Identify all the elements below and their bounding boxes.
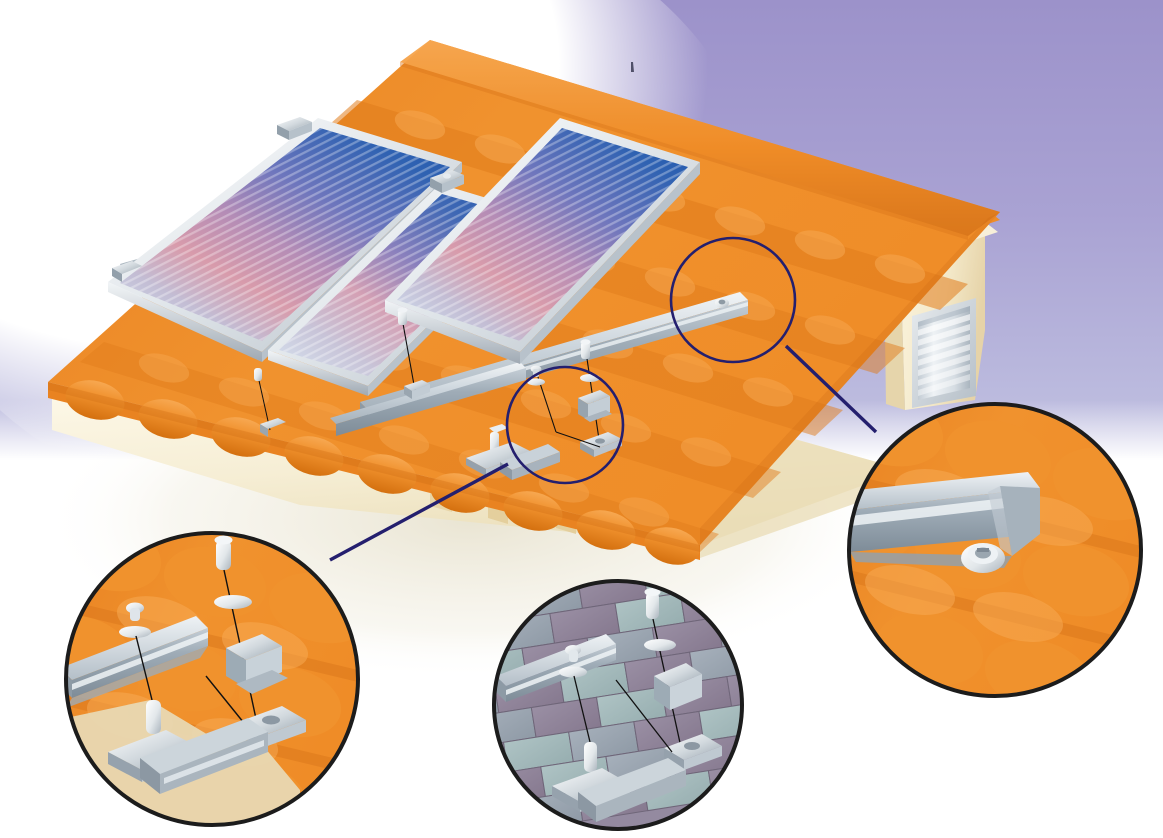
end-clamp-top-left [277,117,312,140]
vent-slat [918,334,970,356]
gable-vent-group [912,298,976,408]
detail-bl-rail [66,616,208,708]
assembly-line [257,375,271,431]
detail-bl-hardware-left [119,602,153,701]
source-circle-left [505,365,625,485]
end-clamp-left-eave [112,261,142,282]
clamp-d [260,418,286,429]
vent-slat [918,354,970,376]
detail-bl-installed-hook [108,700,268,794]
roof-hook-b [578,390,612,422]
rail-stub-top [330,362,526,424]
assembly-line-lateral [615,679,673,753]
detail-bl-ring [64,531,360,827]
rail-stub-face [336,368,526,436]
detail-r-ring [847,402,1143,698]
assembly-line-lateral [555,431,601,448]
hook-base-plate [466,442,532,469]
mid-clamp-upper [430,170,464,193]
detail-bottom-left [64,531,360,827]
connector-right [784,344,878,434]
eave-tile-lobes [65,380,700,565]
detail-c-hardware-left [559,645,591,743]
ridge-cap-row [400,40,1000,236]
source-markers-group [505,236,797,485]
detail-bl-roof-hook [226,634,288,694]
assembly-line-lateral [205,675,249,729]
detail-bl-stub-rail [140,718,268,774]
tile-row-seam [400,62,968,240]
detail-r-rail-endface [1000,486,1040,556]
connector-left [329,462,509,562]
roof-verge-shade [700,212,1000,545]
rail-middle-stub [330,362,526,436]
detail-c-installed-hook [552,742,686,822]
vent-slats [918,306,970,396]
collector-left-bottom-edge [108,282,262,362]
assembly-line [573,675,591,743]
detail-c-roof-hook [654,663,702,710]
rail-end-bolt [715,298,729,308]
eave-tile-course [48,380,700,565]
vent-slat [918,344,970,366]
collector-middle-bottom-edge [268,350,368,396]
collector-right-stripes [397,128,688,341]
hardware-assembly-d [254,368,286,437]
hook-rail-foot [500,444,560,470]
detail-c-hardware-right [615,588,722,770]
detail-r-end-bolt [961,543,1005,573]
eave-shadow-line [48,382,700,552]
base-plate-b [580,432,622,457]
t-bolt-b [580,339,591,359]
detail-c-ring [492,579,744,831]
detail-c-base-plate [664,734,722,770]
clamp-a [404,380,430,399]
t-bolt-a [397,307,408,325]
collector-left-stripes [120,128,450,341]
rail-lower-top [360,292,748,410]
collector-right-side-edge [520,162,700,364]
vent-slat [918,364,970,386]
assembly-line [135,635,153,701]
ridge-speck [631,62,634,72]
collector-clamps [112,117,464,282]
hardware-assembly-a [397,307,430,399]
collector-panels-group [108,117,700,396]
detail-r-rail [849,472,1040,573]
roof-type-label: pantile / barrel clay tile roof [4,95,196,112]
vent-slat [918,324,970,346]
vent-slat-shadow [918,306,970,327]
vent-slat [918,314,970,336]
collector-panel-right [385,118,700,364]
t-bolt-d [254,368,262,381]
vent-slat [918,374,970,396]
source-circle-right [669,236,797,364]
connector-lines-group [329,344,878,562]
collector-right-bottom-edge [385,300,520,364]
